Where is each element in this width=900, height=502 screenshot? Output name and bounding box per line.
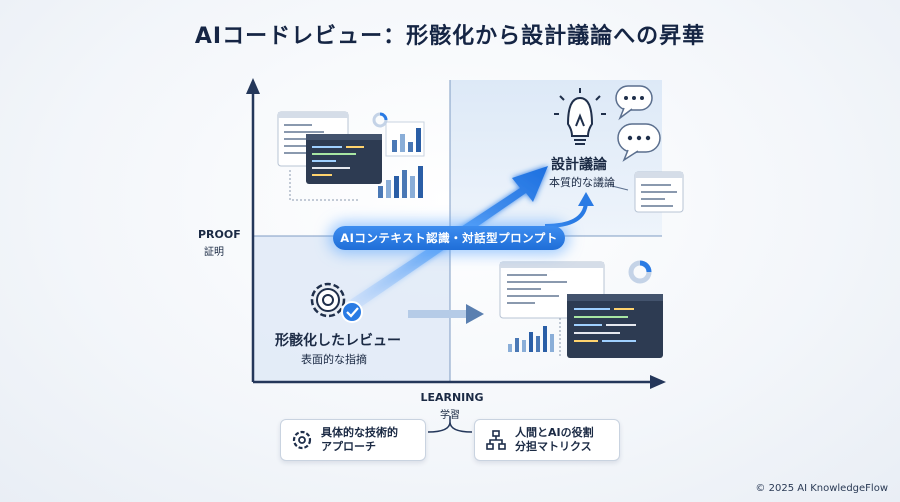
bar-chart-icon-top-left-2: [378, 166, 423, 198]
top-right-subtitle: 本質的な議論: [549, 176, 615, 189]
bar-chart-icon-top-left-1: [385, 121, 425, 157]
donut-chart-icon-top-left: [372, 112, 388, 128]
donut-chart-icon-bottom-right: [628, 260, 652, 284]
gear-icon: [292, 430, 312, 450]
page-title: AIコードレビュー：形骸化から設計議論への昇華: [194, 24, 706, 49]
horizontal-arrow-shaft: [408, 310, 468, 318]
y-axis-arrowhead: [246, 78, 260, 94]
context-banner: AIコンテキスト認識・対話型プロンプト: [333, 226, 565, 250]
top-right-title: 設計議論: [551, 157, 607, 173]
x-axis-arrowhead: [650, 375, 666, 389]
card-role-matrix: 人間とAIの役割 分担マトリクス: [474, 419, 620, 461]
bar-chart-icon-bottom-right: [508, 326, 554, 352]
card-technical-approach: 具体的な技術的 アプローチ: [280, 419, 426, 461]
lightbulb-icon: [554, 88, 606, 145]
x-axis-label-en: LEARNING: [420, 391, 484, 404]
code-window-dark-top-left: [306, 134, 382, 184]
card-connector: [427, 416, 473, 433]
x-axis-label-jp: 学習: [440, 410, 460, 421]
org-chart-icon: [486, 430, 506, 450]
card-role-line1: 人間とAIの役割: [515, 426, 594, 439]
gear-icon-bottom-left: [310, 282, 346, 318]
speech-bubble-icon-top: [615, 85, 653, 121]
card-technical-line2: アプローチ: [321, 440, 376, 453]
y-axis-label-jp: 証明: [204, 247, 224, 258]
document-card-top-right: [634, 171, 684, 213]
card-role-line2: 分担マトリクス: [515, 440, 592, 453]
bottom-left-subtitle: 表面的な指摘: [301, 353, 367, 366]
check-badge-icon: [341, 301, 363, 323]
horizontal-arrow-head: [466, 304, 484, 324]
curved-arrow-head: [578, 192, 594, 206]
card-technical-line1: 具体的な技術的: [321, 426, 398, 439]
code-window-dark-bottom-right: [567, 294, 663, 358]
y-axis-label-en: PROOF: [198, 228, 241, 241]
bottom-left-title: 形骸化したレビュー: [275, 333, 401, 349]
speech-bubble-icon-bottom: [617, 123, 661, 162]
footer-copyright: © 2025 AI KnowledgeFlow: [755, 483, 888, 494]
